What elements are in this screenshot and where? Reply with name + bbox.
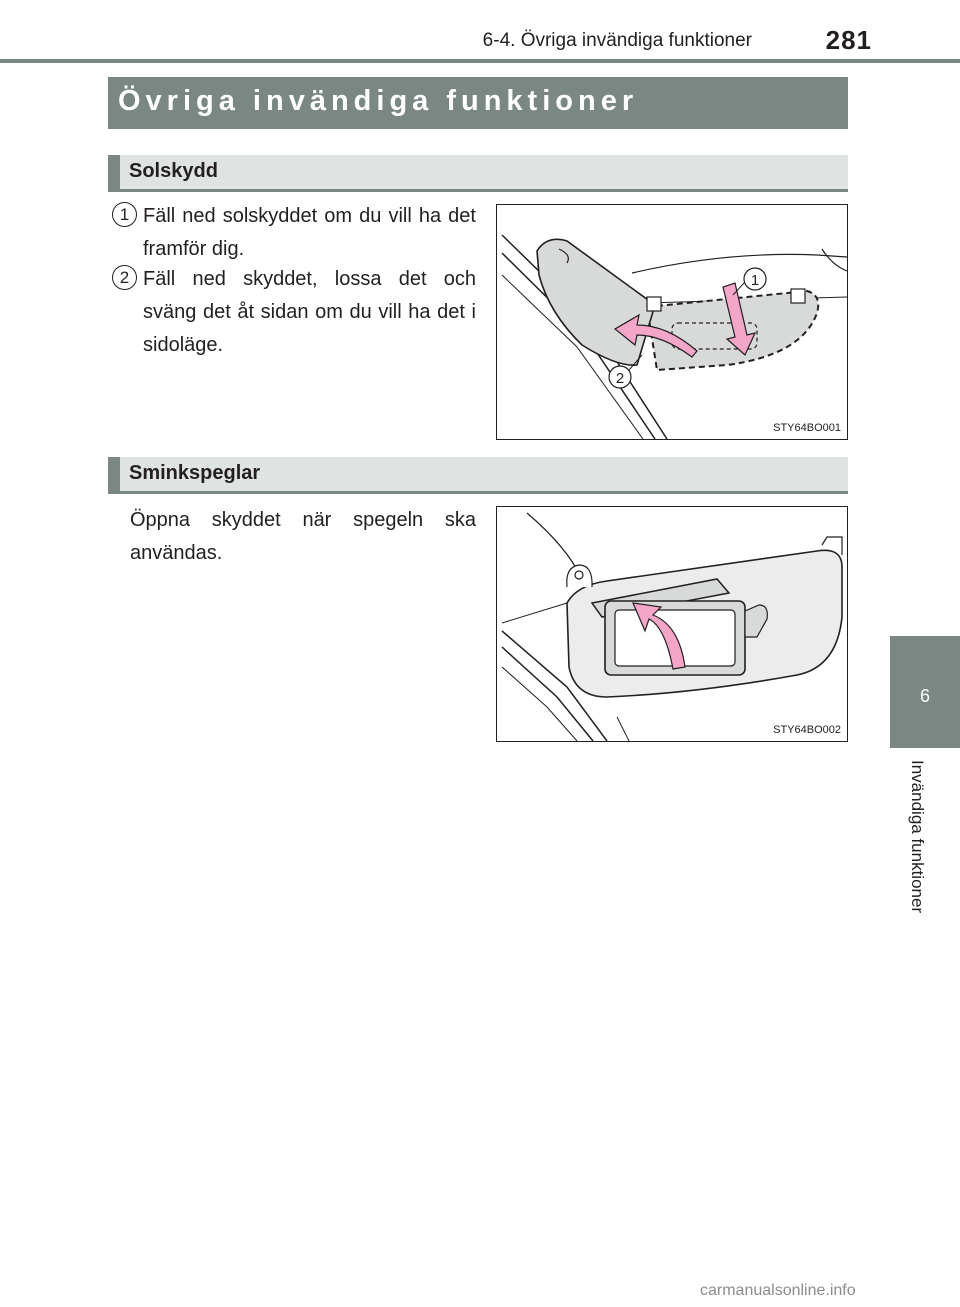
- page-number: 281: [825, 25, 872, 55]
- sun-visor-illustration: 1 2 STY64BO001: [496, 204, 848, 440]
- chapter-name-container: Invändiga funktioner: [890, 760, 930, 940]
- figure-code: STY64BO002: [773, 724, 841, 736]
- vanity-mirror-illustration: STY64BO002: [496, 506, 848, 742]
- page-title-bar: Övriga invändiga funktioner: [108, 77, 848, 129]
- section-heading-label: Solskydd: [129, 160, 218, 182]
- step-text: Fäll ned skyddet, lossa det och sväng de…: [143, 268, 476, 356]
- mirror-instruction-text: Öppna skyddet när spegeln ska användas.: [130, 509, 476, 564]
- section-reference: 6-4. Övriga invändiga funktioner: [482, 30, 752, 51]
- section-heading-sminkspeglar: Sminkspeglar: [108, 457, 848, 494]
- page-title: Övriga invändiga funktioner: [118, 85, 639, 117]
- callout-2: 2: [616, 370, 624, 387]
- section-heading-solskydd: Solskydd: [108, 155, 848, 192]
- step-text: Fäll ned solskyddet om du vill ha det fr…: [143, 205, 476, 260]
- watermark: carmanualsonline.info: [700, 1282, 856, 1299]
- section-heading-label: Sminkspeglar: [129, 462, 261, 484]
- chapter-name: Invändiga funktioner: [908, 760, 927, 914]
- step-number-badge: 1: [112, 202, 137, 227]
- sun-visor-drawing: 1 2: [501, 234, 847, 439]
- step-number-badge: 2: [112, 265, 137, 290]
- callout-1: 1: [751, 272, 759, 289]
- chapter-tab: 6: [890, 636, 960, 748]
- vanity-mirror-drawing: [501, 512, 843, 741]
- figure-code: STY64BO001: [773, 422, 841, 434]
- running-header: 6-4. Övriga invändiga funktioner 281: [0, 0, 960, 63]
- header-rule: [0, 59, 960, 63]
- chapter-number: 6: [919, 686, 930, 706]
